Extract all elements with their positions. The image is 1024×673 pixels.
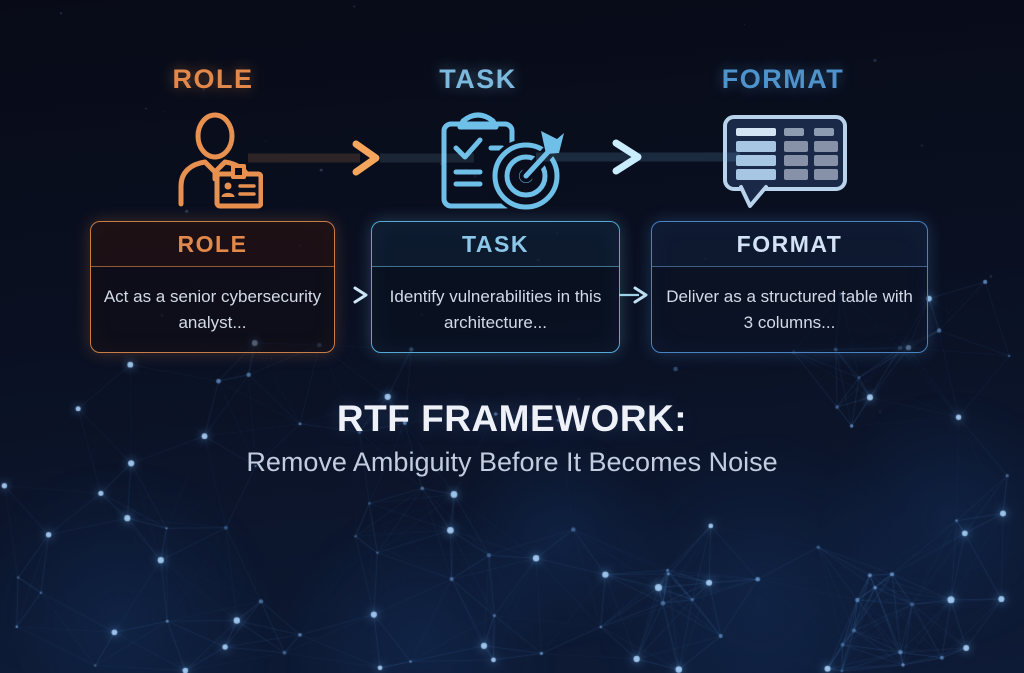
role-card-body: Act as a senior cybersecurity analyst... xyxy=(103,287,322,332)
role-card: ROLE Act as a senior cybersecurity analy… xyxy=(90,221,335,353)
table-speech-bubble-icon xyxy=(723,115,847,208)
task-top-label: TASK xyxy=(439,64,517,94)
format-top-label: FORMAT xyxy=(721,64,845,94)
task-card-to-format-card-arrow-icon xyxy=(619,286,648,304)
person-id-badge-icon xyxy=(178,112,263,209)
role-to-task-arrow-icon xyxy=(248,140,474,176)
format-card-body: Deliver as a structured table with 3 col… xyxy=(666,287,913,332)
page-subtitle: Remove Ambiguity Before It Becomes Noise xyxy=(246,447,778,477)
format-card-title: FORMAT xyxy=(652,222,927,267)
task-card-title: TASK xyxy=(372,222,619,267)
role-top-label: ROLE xyxy=(172,64,254,94)
task-card: TASK Identify vulnerabilities in this ar… xyxy=(371,221,620,353)
role-card-to-task-card-arrow-icon xyxy=(334,286,368,304)
format-card: FORMAT Deliver as a structured table wit… xyxy=(651,221,928,353)
role-card-title: ROLE xyxy=(91,222,334,267)
page-title: RTF FRAMEWORK: xyxy=(336,398,688,439)
task-card-body: Identify vulnerabilities in this archite… xyxy=(389,287,602,332)
task-to-format-arrow-icon xyxy=(536,139,740,175)
